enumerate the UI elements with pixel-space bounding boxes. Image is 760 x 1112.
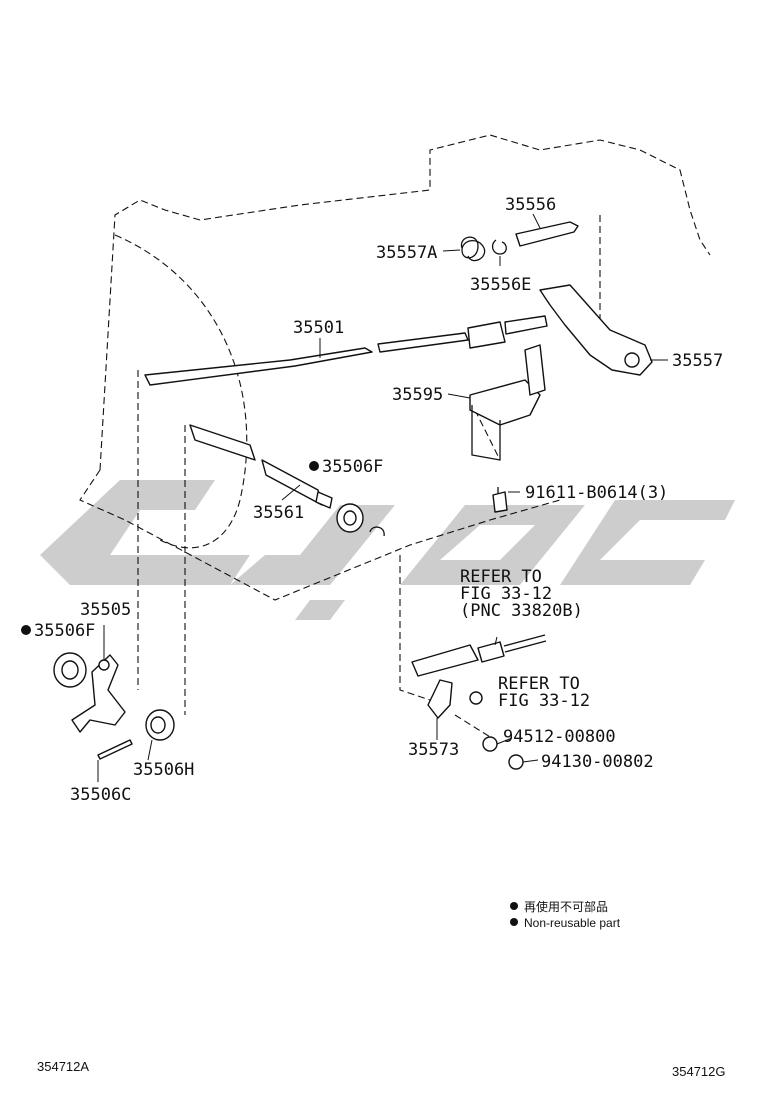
detent-lever-35505 [71,654,126,733]
legend-marker [510,902,518,910]
legend-cn: 再使用不可部品 [524,899,608,914]
label-35506H: 35506H [133,760,194,780]
label-91611: 91611-B0614(3) [525,483,668,503]
label-94512: 94512-00800 [503,727,616,747]
leader-lines [97,213,668,782]
legend-en: Non-reusable part [524,916,621,930]
label-35561: 35561 [253,503,304,523]
bolt-91611 [492,487,508,513]
transmission-housing [79,134,711,741]
pin-35506C [97,739,133,760]
part-labels: 35556 35557A 35556E 35501 35557 35595 35… [21,195,723,805]
label-35557: 35557 [672,351,723,371]
cable-bracket-35573 [427,679,453,719]
nut-94130 [508,754,524,770]
label-35506C: 35506C [70,785,131,805]
legend: 再使用不可部品 Non-reusable part [510,899,621,930]
pin-35556 [515,221,579,247]
label-94130: 94130-00802 [541,752,654,772]
refer-to-pnc: (PNC 33820B) [460,601,583,621]
refer-to-text-2: REFER TO [498,674,580,694]
label-35556E: 35556E [470,275,531,295]
label-35557A: 35557A [376,243,437,263]
shaft-35561 [189,424,333,509]
spring-35557A [460,236,486,262]
label-35573: 35573 [408,740,459,760]
clip-35556E [491,239,507,255]
bushing-35506H [145,709,175,741]
label-35556: 35556 [505,195,556,215]
non-reusable-marker [21,625,31,635]
label-35506F-upper: 35506F [322,457,383,477]
figure-id-right: 354712G [672,1064,726,1079]
washer [469,691,483,705]
oil-seal-35506F-upper [336,503,364,533]
lever-35557 [539,284,653,376]
snap-ring [369,526,385,537]
label-35501: 35501 [293,318,344,338]
oil-seal-35506F-lower [53,652,87,688]
refer-to-text: REFER TO [460,567,542,587]
shift-rod-35501 [144,315,548,386]
label-35505: 35505 [80,600,131,620]
non-reusable-marker [309,461,319,471]
label-35506F-lower: 35506F [34,621,95,641]
nut-94512 [482,736,498,752]
bracket-35595 [469,344,546,461]
refer-to-figure-2: FIG 33-12 [498,691,590,711]
control-cable [411,634,547,677]
legend-marker [510,918,518,926]
label-35595: 35595 [392,385,443,405]
figure-id-left: 354712A [37,1059,89,1074]
refer-to-figure: FIG 33-12 [460,584,552,604]
